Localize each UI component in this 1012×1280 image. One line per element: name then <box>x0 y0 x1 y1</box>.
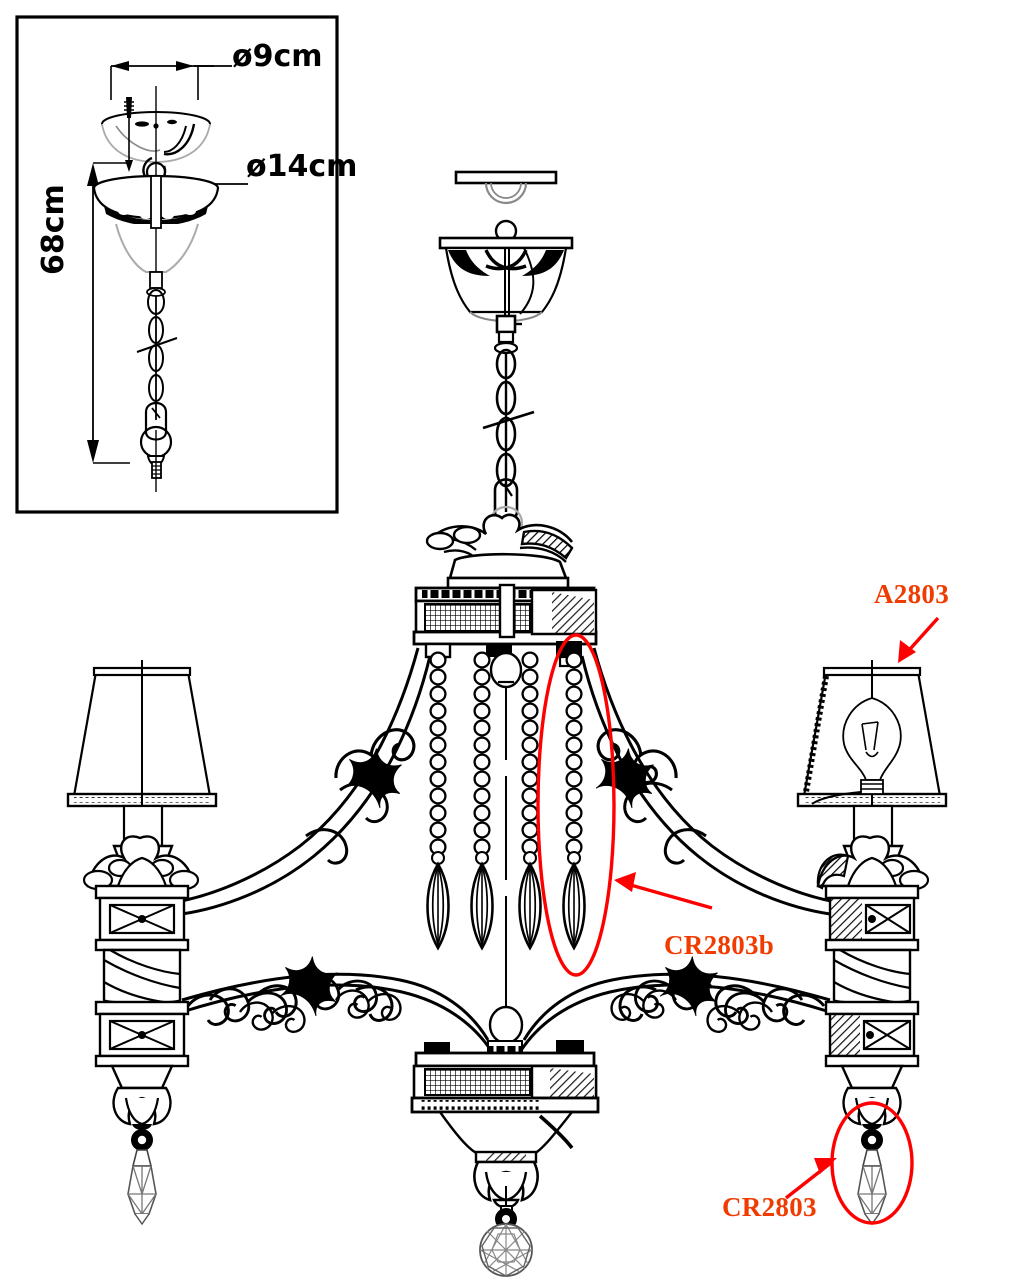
right-candle-arm <box>796 660 948 1225</box>
left-lamp-shade <box>66 660 218 830</box>
dimension-label-68cm: 68cm <box>36 184 71 275</box>
annotation-label-a2803: A2803 <box>874 579 949 609</box>
callout-cr2803 <box>784 1101 914 1225</box>
callout-cr2803b <box>536 633 713 977</box>
callout-a2803 <box>898 616 940 663</box>
annotation-label-cr2803: CR2803 <box>722 1192 817 1222</box>
center-finial <box>473 1160 539 1277</box>
dimension-68cm <box>87 162 130 464</box>
dimension-9cm <box>110 61 232 100</box>
upper-drum-body <box>412 583 598 689</box>
dimension-label-9cm: ø9cm <box>232 39 323 74</box>
upper-crown-ornament <box>425 513 574 590</box>
lower-scrolled-arms <box>181 956 831 1053</box>
inset-ceiling-cup <box>92 174 220 290</box>
left-candle-arm <box>66 660 218 1225</box>
dimension-label-14cm: ø14cm <box>246 149 358 184</box>
upper-arms <box>175 647 837 916</box>
suspension-chain <box>482 330 535 541</box>
inset-ceiling-plate <box>101 86 211 183</box>
inset-chain <box>136 271 178 492</box>
annotation-label-cr2803b: CR2803b <box>664 930 775 960</box>
ceiling-mounting-plate <box>454 170 558 205</box>
right-lamp-shade <box>796 660 948 830</box>
ceiling-canopy <box>438 219 574 334</box>
lower-drum-body <box>410 1005 600 1164</box>
